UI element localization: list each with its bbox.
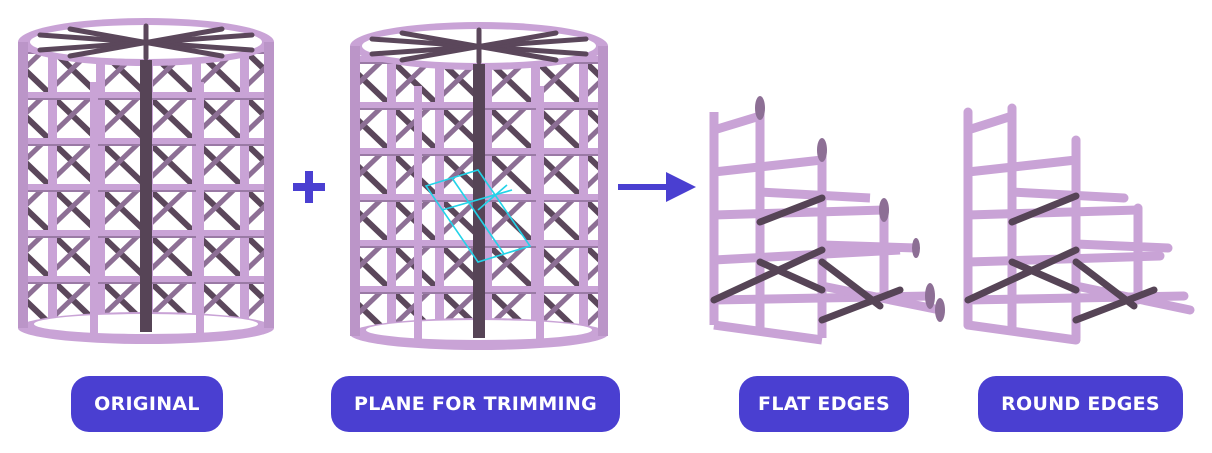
label-plane-for-trimming: PLANE FOR TRIMMING	[331, 376, 620, 432]
label-original: ORIGINAL	[71, 376, 223, 432]
original-lattice	[18, 18, 274, 344]
arrow-right-icon	[618, 172, 696, 202]
flat-edges-lattice	[709, 96, 945, 345]
round-edges-lattice	[963, 103, 1195, 345]
trimming-lattice	[350, 22, 608, 350]
trim-plane	[424, 169, 532, 263]
label-round-edges: ROUND EDGES	[978, 376, 1183, 432]
label-flat-edges: FLAT EDGES	[739, 376, 909, 432]
plus-icon	[293, 171, 325, 203]
